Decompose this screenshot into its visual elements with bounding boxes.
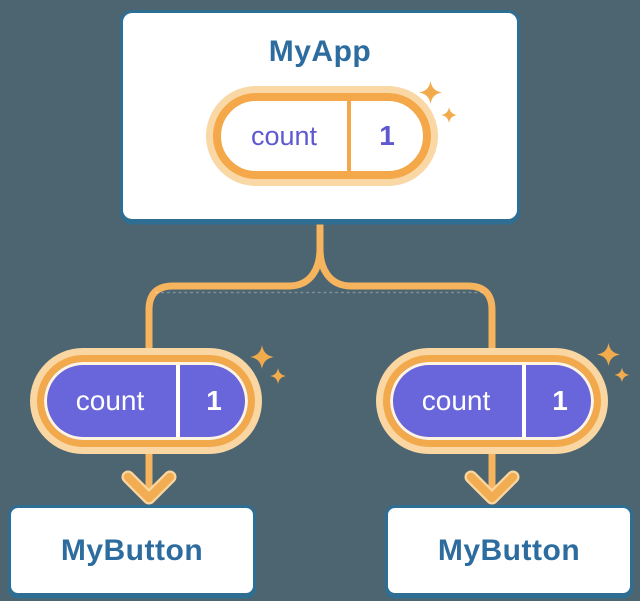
component-node-mybutton-left: MyButton	[8, 505, 256, 596]
pill-divider	[347, 101, 351, 171]
branch-line-right	[316, 245, 496, 492]
down-arrow-icon	[464, 470, 520, 505]
root-state-pill: count 1	[213, 93, 431, 179]
component-node-myapp: MyApp count 1	[120, 10, 520, 222]
prop-value-label: 1	[552, 385, 568, 416]
component-node-mybutton-right: MyButton	[385, 505, 633, 596]
prop-pill-right: count 1	[383, 355, 601, 447]
component-label: MyButton	[437, 533, 581, 567]
pill-divider	[522, 365, 526, 437]
sparkle-icon	[419, 81, 458, 124]
state-name-label: count	[250, 120, 318, 151]
down-arrow-icon	[121, 470, 177, 505]
prop-name-label: count	[75, 385, 145, 416]
prop-pill-left: count 1	[37, 355, 255, 447]
pill-divider	[176, 365, 180, 437]
prop-name-label: count	[421, 385, 491, 416]
component-label: MyApp	[268, 35, 372, 68]
sparkle-icon	[597, 343, 630, 383]
prop-value-label: 1	[206, 385, 222, 416]
state-value-label: 1	[379, 120, 395, 151]
sparkle-icon	[250, 345, 287, 385]
component-label: MyButton	[60, 533, 204, 567]
